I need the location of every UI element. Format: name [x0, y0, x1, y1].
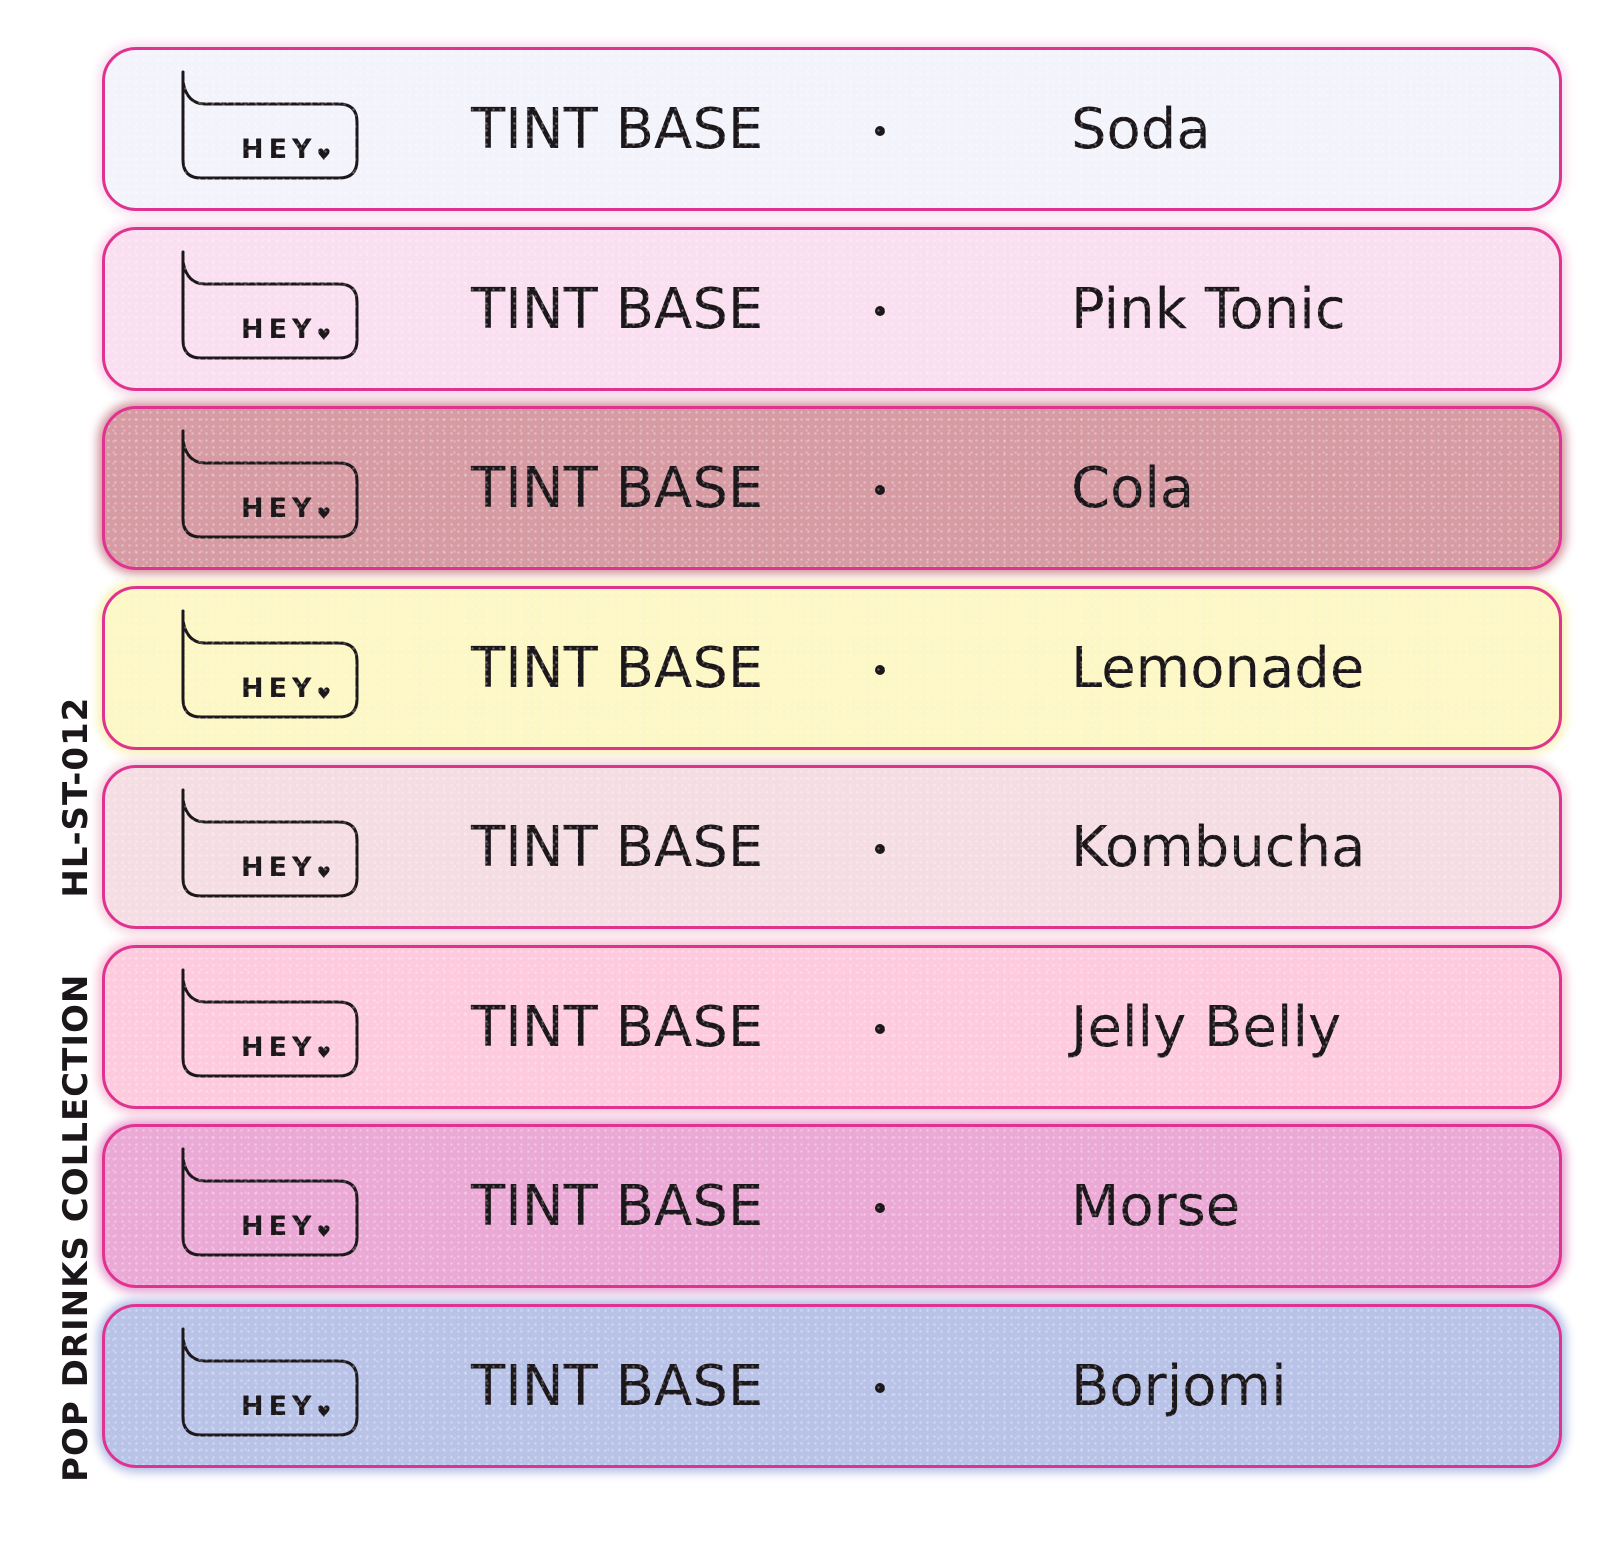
- base-label: TINT BASE: [471, 1174, 764, 1239]
- separator-dot: [875, 306, 885, 316]
- swatch-row: HEY♥ TINT BASE Pink Tonic: [102, 227, 1562, 391]
- heart-icon: ♥: [316, 1043, 331, 1062]
- logo-wordmark: HEY: [241, 852, 317, 883]
- logo-wordmark: HEY: [241, 673, 317, 704]
- base-label: TINT BASE: [471, 456, 764, 521]
- logo-text: HEY♥: [241, 314, 331, 345]
- speech-bubble-icon: [181, 70, 359, 180]
- swatch-row: HEY♥ TINT BASE Kombucha: [102, 765, 1562, 929]
- logo-wordmark: HEY: [241, 1391, 317, 1422]
- speech-bubble-icon: [181, 429, 359, 539]
- separator-dot: [875, 485, 885, 495]
- logo-text: HEY♥: [241, 1032, 331, 1063]
- logo-wordmark: HEY: [241, 314, 317, 345]
- speech-bubble-icon: [181, 968, 359, 1078]
- heart-icon: ♥: [316, 1222, 331, 1241]
- hey-logo: HEY♥: [181, 250, 365, 366]
- logo-text: HEY♥: [241, 134, 331, 165]
- speech-bubble-icon: [181, 609, 359, 719]
- speech-bubble-icon: [181, 250, 359, 360]
- heart-icon: ♥: [316, 1402, 331, 1421]
- shade-name: Pink Tonic: [1071, 277, 1346, 342]
- speech-bubble-icon: [181, 1147, 359, 1257]
- heart-icon: ♥: [316, 325, 331, 344]
- logo-wordmark: HEY: [241, 1211, 317, 1242]
- swatch-row: HEY♥ TINT BASE Lemonade: [102, 586, 1562, 750]
- base-label: TINT BASE: [471, 995, 764, 1060]
- separator-dot: [875, 665, 885, 675]
- swatch-row: HEY♥ TINT BASE Soda: [102, 47, 1562, 211]
- logo-text: HEY♥: [241, 493, 331, 524]
- base-label: TINT BASE: [471, 1354, 764, 1419]
- shade-name: Kombucha: [1071, 815, 1366, 880]
- base-label: TINT BASE: [471, 815, 764, 880]
- base-label: TINT BASE: [471, 277, 764, 342]
- hey-logo: HEY♥: [181, 429, 365, 545]
- shade-name: Jelly Belly: [1071, 995, 1342, 1060]
- shade-name: Soda: [1071, 97, 1211, 162]
- heart-icon: ♥: [316, 684, 331, 703]
- hey-logo: HEY♥: [181, 788, 365, 904]
- separator-dot: [875, 1203, 885, 1213]
- logo-wordmark: HEY: [241, 134, 317, 165]
- base-label: TINT BASE: [471, 97, 764, 162]
- hey-logo: HEY♥: [181, 1147, 365, 1263]
- logo-wordmark: HEY: [241, 1032, 317, 1063]
- hey-logo: HEY♥: [181, 968, 365, 1084]
- speech-bubble-icon: [181, 788, 359, 898]
- heart-icon: ♥: [316, 863, 331, 882]
- swatch-row: HEY♥ TINT BASE Cola: [102, 406, 1562, 570]
- swatch-row: HEY♥ TINT BASE Jelly Belly: [102, 945, 1562, 1109]
- hey-logo: HEY♥: [181, 609, 365, 725]
- logo-text: HEY♥: [241, 852, 331, 883]
- hey-logo: HEY♥: [181, 1327, 365, 1443]
- logo-text: HEY♥: [241, 1211, 331, 1242]
- separator-dot: [875, 1024, 885, 1034]
- heart-icon: ♥: [316, 145, 331, 164]
- logo-text: HEY♥: [241, 673, 331, 704]
- swatch-row: HEY♥ TINT BASE Borjomi: [102, 1304, 1562, 1468]
- heart-icon: ♥: [316, 504, 331, 523]
- separator-dot: [875, 1383, 885, 1393]
- shade-name: Lemonade: [1071, 636, 1365, 701]
- logo-text: HEY♥: [241, 1391, 331, 1422]
- base-label: TINT BASE: [471, 636, 764, 701]
- shade-name: Morse: [1071, 1174, 1241, 1239]
- hey-logo: HEY♥: [181, 70, 365, 186]
- swatch-row: HEY♥ TINT BASE Morse: [102, 1124, 1562, 1288]
- shade-name: Cola: [1071, 456, 1195, 521]
- separator-dot: [875, 126, 885, 136]
- shade-name: Borjomi: [1071, 1354, 1287, 1419]
- speech-bubble-icon: [181, 1327, 359, 1437]
- logo-wordmark: HEY: [241, 493, 317, 524]
- separator-dot: [875, 844, 885, 854]
